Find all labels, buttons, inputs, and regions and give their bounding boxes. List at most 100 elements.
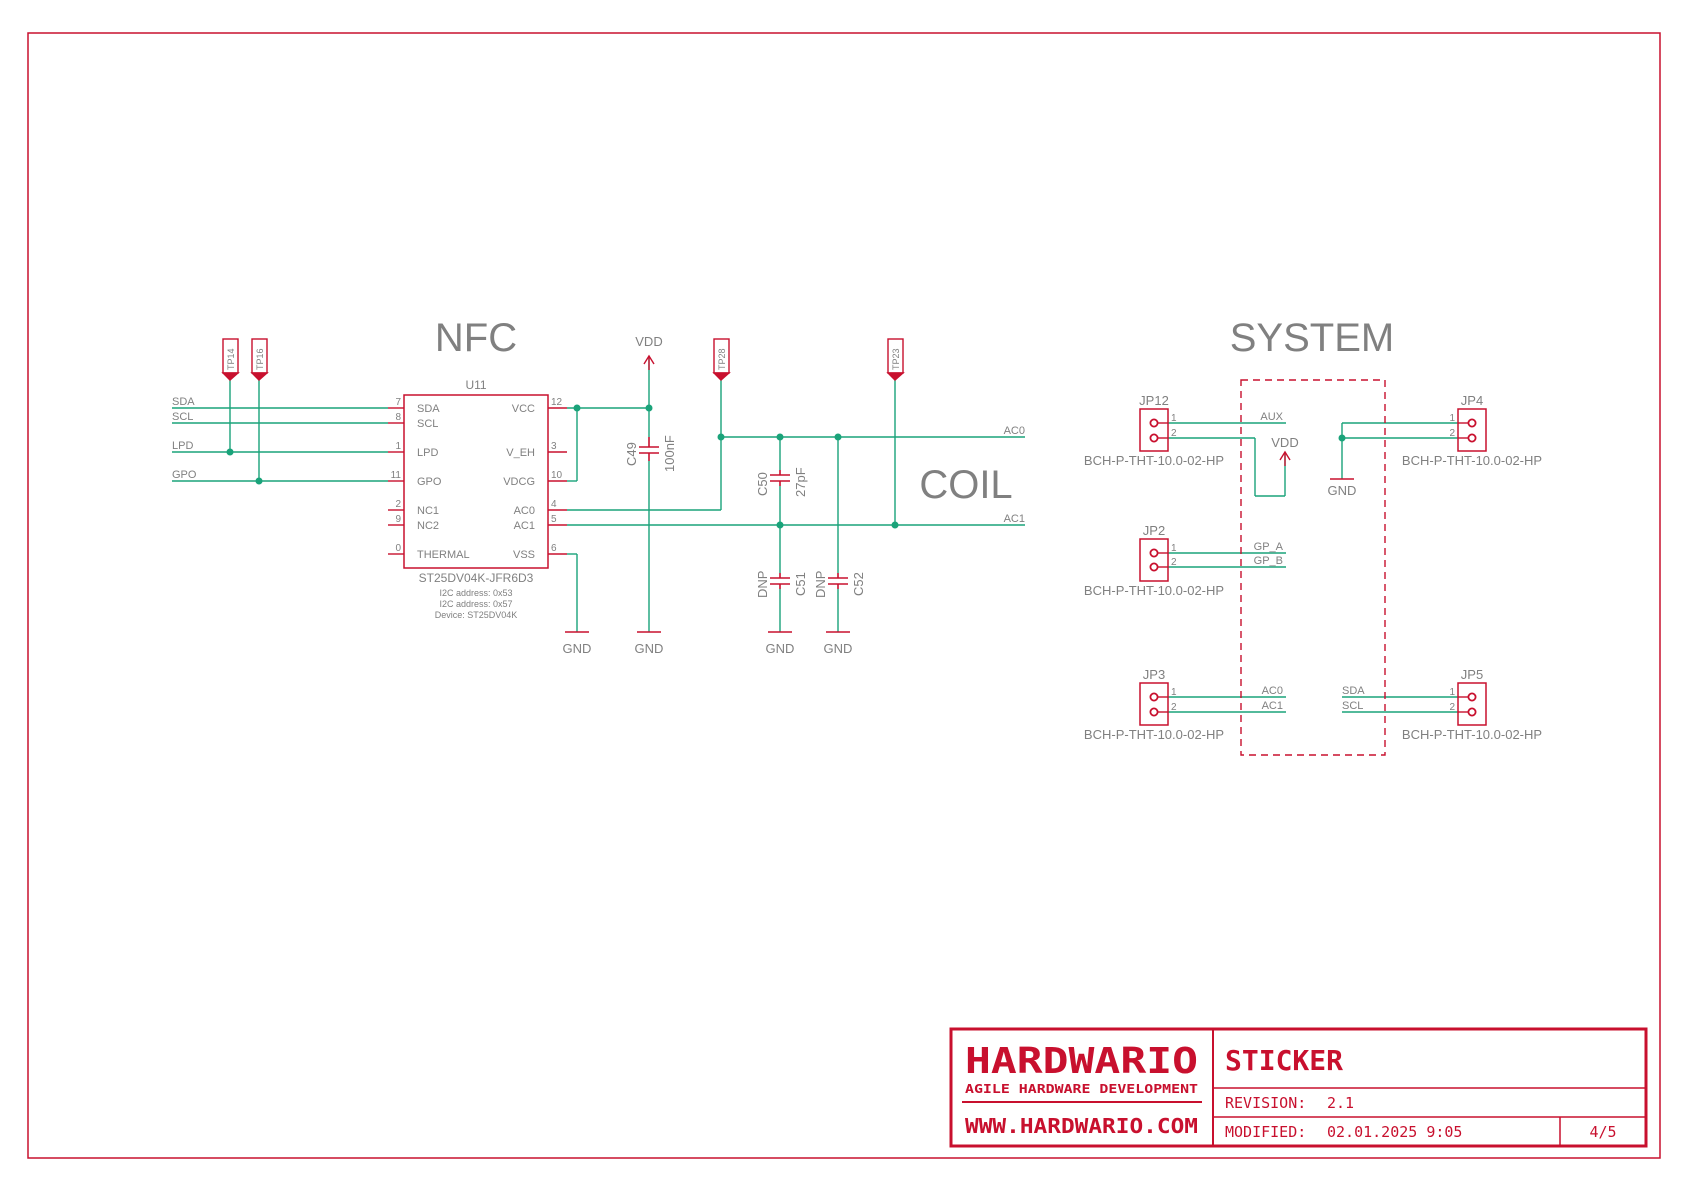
- pin-name: AC0: [514, 505, 535, 517]
- power-label-vdd: VDD: [1271, 435, 1298, 450]
- connector-jp5: [1457, 682, 1487, 726]
- net-label-gp-a: GP_A: [1254, 541, 1284, 553]
- section-title-nfc: NFC: [435, 316, 517, 360]
- testpoint-tp28: [712, 338, 731, 381]
- vdd-arrow-icon: [643, 354, 655, 370]
- connector-pin-number: 1: [1449, 413, 1455, 424]
- connector-jp5-part: BCH-P-THT-10.0-02-HP: [1402, 727, 1542, 742]
- system-block-outline: [1240, 379, 1386, 756]
- pin-name: SDA: [417, 403, 440, 415]
- pin-name: NC1: [417, 505, 439, 517]
- ic-u11-pin-stubs: [388, 407, 567, 555]
- pin-number: 6: [551, 543, 557, 554]
- capacitor-c52-ref: C52: [851, 572, 866, 596]
- net-label-scl: SCL: [1342, 700, 1363, 712]
- pin-number: 9: [395, 514, 401, 525]
- connector-jp3: [1139, 682, 1169, 726]
- net-label-sda: SDA: [172, 396, 195, 408]
- net-label-gp-b: GP_B: [1254, 555, 1283, 567]
- ic-u11-ref: U11: [465, 378, 486, 392]
- connector-jp3-part: BCH-P-THT-10.0-02-HP: [1084, 727, 1224, 742]
- project-name: STICKER: [1225, 1044, 1343, 1077]
- connector-jp12-part: BCH-P-THT-10.0-02-HP: [1084, 453, 1224, 468]
- pin-number: 2: [395, 499, 401, 510]
- ic-u11-value: ST25DV04K-JFR6D3: [419, 571, 534, 585]
- connector-pin-number: 2: [1171, 557, 1177, 568]
- net-label-ac0: AC0: [1262, 685, 1283, 697]
- pin-name: VCC: [512, 403, 535, 415]
- testpoint-tp23: [886, 338, 905, 381]
- modified-label: MODIFIED:: [1225, 1123, 1306, 1141]
- gnd-symbol-icon: [565, 478, 1354, 633]
- pin-number: 1: [395, 441, 401, 452]
- power-label-gnd: GND: [563, 641, 592, 656]
- net-label-gpo: GPO: [172, 469, 197, 481]
- modified-value: 02.01.2025 9:05: [1327, 1123, 1462, 1141]
- connector-jp4-part: BCH-P-THT-10.0-02-HP: [1402, 453, 1542, 468]
- ic-u11-note: Device: ST25DV04K: [435, 610, 518, 620]
- wires: [172, 356, 1458, 713]
- capacitor-c51-value: DNP: [755, 571, 770, 598]
- capacitor-c50: [770, 470, 790, 486]
- power-label-gnd: GND: [1328, 483, 1357, 498]
- title-block: [949, 1027, 1648, 1148]
- power-label-gnd: GND: [635, 641, 664, 656]
- capacitor-c50-ref: C50: [755, 472, 770, 496]
- pin-name: AC1: [514, 520, 535, 532]
- revision-label: REVISION:: [1225, 1094, 1306, 1112]
- pin-number: 0: [395, 543, 401, 554]
- pin-number: 11: [391, 470, 402, 481]
- connector-pin-number: 1: [1171, 413, 1177, 424]
- capacitor-c49-ref: C49: [624, 442, 639, 466]
- connector-jp3-ref: JP3: [1143, 667, 1165, 682]
- capacitor-c52-value: DNP: [813, 571, 828, 598]
- section-title-coil: COIL: [919, 463, 1012, 507]
- pin-number: 4: [551, 499, 557, 510]
- connector-pin-number: 2: [1171, 702, 1177, 713]
- testpoint-tp14: [221, 338, 240, 381]
- company-tagline: AGILE HARDWARE DEVELOPMENT: [965, 1082, 1198, 1096]
- power-label-vdd: VDD: [635, 334, 662, 349]
- junctions: [226, 404, 1346, 529]
- testpoint-tp28-label: TP28: [717, 348, 727, 370]
- ic-u11-note: I2C address: 0x53: [439, 588, 512, 598]
- net-label-ac0: AC0: [1004, 425, 1025, 437]
- connector-jp2-ref: JP2: [1143, 523, 1165, 538]
- connector-jp2-part: BCH-P-THT-10.0-02-HP: [1084, 583, 1224, 598]
- pin-number: 5: [551, 514, 557, 525]
- connector-jp12: [1139, 408, 1169, 452]
- pin-name: NC2: [417, 520, 439, 532]
- ic-u11-note: I2C address: 0x57: [439, 599, 512, 609]
- power-label-gnd: GND: [766, 641, 795, 656]
- pin-number: 8: [395, 412, 401, 423]
- capacitor-c52: [828, 573, 848, 589]
- ic-u11: U11 ST25DV04K-JFR6D3 I2C address: 0x53 I…: [388, 378, 567, 620]
- pin-number: 7: [395, 397, 401, 408]
- company-website: WWW.HARDWARIO.COM: [965, 1114, 1198, 1138]
- pin-name: THERMAL: [417, 549, 470, 561]
- revision-value: 2.1: [1327, 1094, 1354, 1112]
- connector-jp4: [1457, 408, 1487, 452]
- net-label-lpd: LPD: [172, 440, 193, 452]
- pin-name: SCL: [417, 418, 438, 430]
- net-label-ac1: AC1: [1004, 513, 1025, 525]
- testpoint-tp16: [250, 338, 269, 381]
- connector-jp5-ref: JP5: [1461, 667, 1483, 682]
- pin-name: V_EH: [506, 447, 535, 459]
- sheet-frame: [27, 32, 1661, 1159]
- connector-pin-number: 2: [1171, 428, 1177, 439]
- connector-pin-number: 1: [1171, 543, 1177, 554]
- pin-name: LPD: [417, 447, 438, 459]
- capacitor-c51-ref: C51: [793, 572, 808, 596]
- connector-jp2: [1139, 538, 1169, 582]
- pin-number: 10: [551, 470, 563, 481]
- net-label-aux: AUX: [1260, 411, 1283, 423]
- testpoint-tp23-label: TP23: [891, 348, 901, 370]
- sheet-number: 4/5: [1589, 1123, 1616, 1141]
- net-label-ac1: AC1: [1262, 700, 1283, 712]
- net-label-sda: SDA: [1342, 685, 1365, 697]
- testpoint-tp14-label: TP14: [226, 348, 236, 370]
- connector-pin-number: 1: [1171, 687, 1177, 698]
- capacitor-c49-value: 100nF: [662, 435, 677, 472]
